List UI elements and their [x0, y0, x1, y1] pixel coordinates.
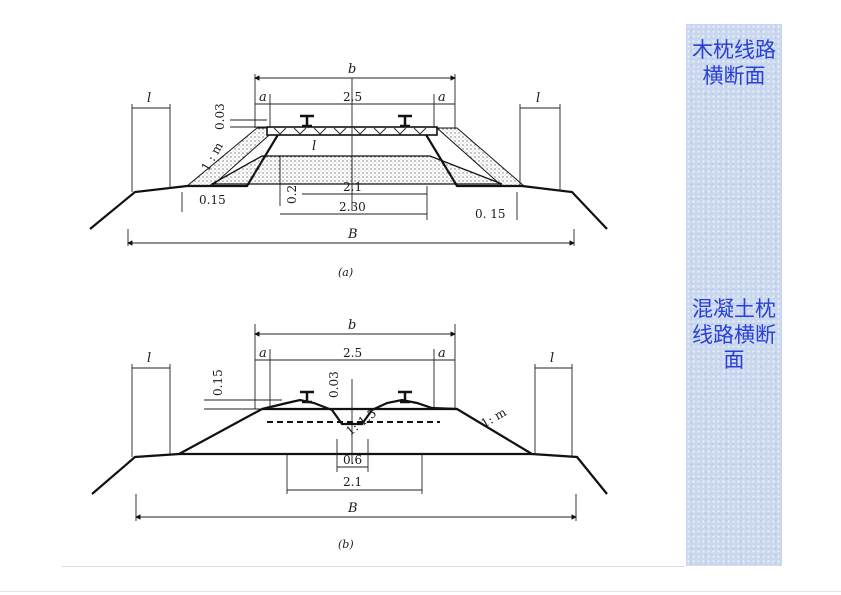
label-a-left-a: a — [259, 90, 267, 105]
label-015-right-a: 0. 15 — [475, 207, 506, 221]
title-concrete-sleeper: 混凝土枕线路横断面 — [692, 297, 776, 372]
label-l-right-b: l — [550, 351, 554, 366]
label-l-right-a: l — [536, 91, 540, 106]
label-21-b: 2.1 — [343, 475, 362, 489]
figure-a: b 2.5 a a 0.03 1 : m l l l — [89, 62, 608, 279]
ballast-right — [435, 127, 526, 187]
label-slope-mid-b: 1: 1.5 — [343, 406, 379, 438]
label-a-left-b: a — [259, 346, 267, 361]
label-l-mid-a: l — [312, 139, 316, 154]
rail-right-b — [398, 390, 412, 404]
side-box-right-a — [519, 104, 561, 190]
bottom-divider — [0, 591, 841, 592]
sand-cushion-a — [209, 155, 503, 185]
side-box-left-b — [131, 364, 171, 457]
label-l-left-a: l — [147, 91, 151, 106]
figure-panel: b 2.5 a a 0.03 1 : m l l l — [62, 24, 685, 567]
rail-left-a — [300, 114, 314, 128]
label-015-left-a: 0.15 — [199, 193, 226, 207]
caption-b: (b) — [338, 538, 354, 551]
rail-left-b — [300, 390, 314, 404]
track-bed-b — [261, 398, 458, 426]
label-b-b: b — [348, 318, 356, 333]
label-003-a: 0.03 — [213, 103, 227, 130]
label-B-b: B — [347, 501, 358, 516]
label-b-a: b — [348, 62, 356, 77]
label-a-right-b: a — [438, 346, 446, 361]
side-box-left-a — [131, 104, 171, 192]
ground-line-b — [91, 407, 608, 495]
label-003-b: 0.03 — [327, 371, 341, 398]
caption-a: (a) — [338, 266, 353, 279]
side-title-panel: 木枕线路横断面 混凝土枕线路横断面 — [686, 24, 782, 566]
title-wood-sleeper: 木枕线路横断面 — [692, 38, 776, 88]
label-25-b: 2.5 — [343, 346, 362, 360]
label-06-b: 0.6 — [343, 453, 362, 467]
figure-b: b 2.5 a a 0.15 0.03 1: 1.5 1: m — [91, 318, 608, 551]
label-slope-b: 1: m — [479, 405, 510, 431]
label-25-a: 2.5 — [343, 90, 362, 104]
label-l-left-b: l — [147, 351, 151, 366]
cross-section-diagram: b 2.5 a a 0.03 1 : m l l l — [89, 62, 608, 551]
label-21-a: 2.1 — [343, 180, 362, 194]
label-230-a: 2.30 — [339, 200, 366, 214]
label-02-a: 0.2 — [285, 185, 299, 204]
sleeper-hatch — [273, 127, 427, 135]
label-015-b: 0.15 — [211, 369, 225, 396]
side-box-right-b — [534, 364, 573, 457]
label-B-a: B — [347, 227, 358, 242]
rail-right-a — [398, 114, 412, 128]
label-a-right-a: a — [438, 90, 446, 105]
